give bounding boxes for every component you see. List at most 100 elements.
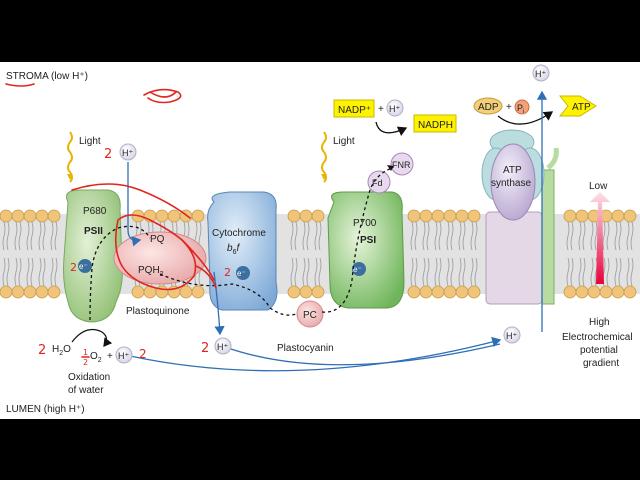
coefficient-2: 2 [201,341,209,356]
lipid-head [408,286,420,298]
lipid-head [624,210,636,222]
lipid-head [612,286,624,298]
atp-synthase-label-2: synthase [491,178,531,189]
lipid-head [432,286,444,298]
fnr-label: FNR [392,160,411,170]
lipid-head [132,286,144,298]
high-label: High [589,317,610,328]
lipid-head [444,286,456,298]
psi-label: PSI [360,235,376,246]
fd-label: Fd [372,178,383,188]
water-split-arrow [72,330,107,346]
lipid-head [192,286,204,298]
p700-label: P700 [353,218,377,229]
gradient-label-3: gradient [583,358,619,369]
coefficient-2: 2 [224,266,231,279]
plastocyanin-label: Plastocyanin [277,343,334,354]
h2o-label: H2O [52,344,71,357]
coefficient-2: 2 [104,147,112,162]
pc-label: PC [303,310,317,321]
half-denominator: 2 [83,358,88,367]
plastocyanin: PC Plastocyanin [277,301,334,354]
lipid-head [444,210,456,222]
hplus-label: H⁺ [118,351,129,361]
lipid-head [312,286,324,298]
lipid-head [564,210,576,222]
light-label-1: Light [79,136,101,147]
lipid-head [288,210,300,222]
lipid-head [36,210,48,222]
lipid-head [468,210,480,222]
lipid-head [576,210,588,222]
electron-label: e⁻ [79,262,88,271]
lipid-head [48,286,60,298]
lipid-head [312,210,324,222]
low-label: Low [589,181,608,192]
hplus-label: H⁺ [389,104,400,114]
plastoquinone-label: Plastoquinone [126,306,190,317]
gradient-label-1: Electrochemical [562,332,633,343]
lipid-head [0,210,12,222]
coefficient-2: 2 [70,261,77,274]
light-label-2: Light [333,136,355,147]
plus-sign: + [107,351,113,362]
lipid-head [168,210,180,222]
stroma-label: STROMA (low H⁺) [6,71,88,82]
electron-label: e⁻ [353,265,362,274]
proton-lumen-arrow-2 [225,344,500,365]
p680-label: P680 [83,206,107,217]
pq-label: PQ [150,234,165,245]
lipid-head [12,210,24,222]
plus-sign: + [378,104,384,115]
lipid-head [456,286,468,298]
photosystem-i: P700 PSI e⁻ [328,192,404,308]
coefficient-2: 2 [38,343,46,358]
lipid-head [420,286,432,298]
nadph-reaction-arrow [376,122,406,133]
lipid-head [180,286,192,298]
lipid-head [588,286,600,298]
lipid-head [600,286,612,298]
atp-synthase-label-1: ATP [503,165,522,176]
lipid-head [156,210,168,222]
atp-synthase: ATP synthase [482,130,556,304]
cytochrome-b6f: Cytochrome b6f e⁻ [208,192,277,310]
lipid-head [24,210,36,222]
lipid-head [300,286,312,298]
lipid-head [48,210,60,222]
lipid-head [612,210,624,222]
lipid-head [288,286,300,298]
lipid-head [564,286,576,298]
lipid-head [192,210,204,222]
lipid-head [456,210,468,222]
o2-label: O2 [90,351,102,364]
lipid-head [432,210,444,222]
nadp-label: NADP⁺ [338,105,371,116]
electron-label: e⁻ [237,269,246,278]
hplus-label: H⁺ [122,148,133,158]
oxidation-label-2: of water [68,385,104,396]
scribble-mark [144,90,181,103]
lipid-head [468,286,480,298]
nadph-label: NADPH [418,120,453,131]
photosynthesis-diagram: STROMA (low H⁺) LUMEN (high H⁺) P680 PSI… [0,62,640,419]
lipid-head [420,210,432,222]
lipid-head [576,286,588,298]
diagram-canvas: STROMA (low H⁺) LUMEN (high H⁺) P680 PSI… [0,62,640,419]
half-numerator: 1 [83,348,88,357]
lipid-head [408,210,420,222]
lipid-head [0,286,12,298]
psii-label: PSII [84,226,103,237]
hplus-label: H⁺ [217,342,228,352]
oxidation-label-1: Oxidation [68,372,110,383]
hplus-label: H⁺ [506,331,517,341]
plus-sign: + [506,102,512,113]
lipid-head [24,286,36,298]
hplus-label: H⁺ [535,69,546,79]
adp-label: ADP [478,102,499,113]
coefficient-2: 2 [139,347,147,361]
gradient-label-2: potential [580,345,618,356]
underline-stroma [6,84,34,86]
lipid-head [12,286,24,298]
lipid-head [300,210,312,222]
